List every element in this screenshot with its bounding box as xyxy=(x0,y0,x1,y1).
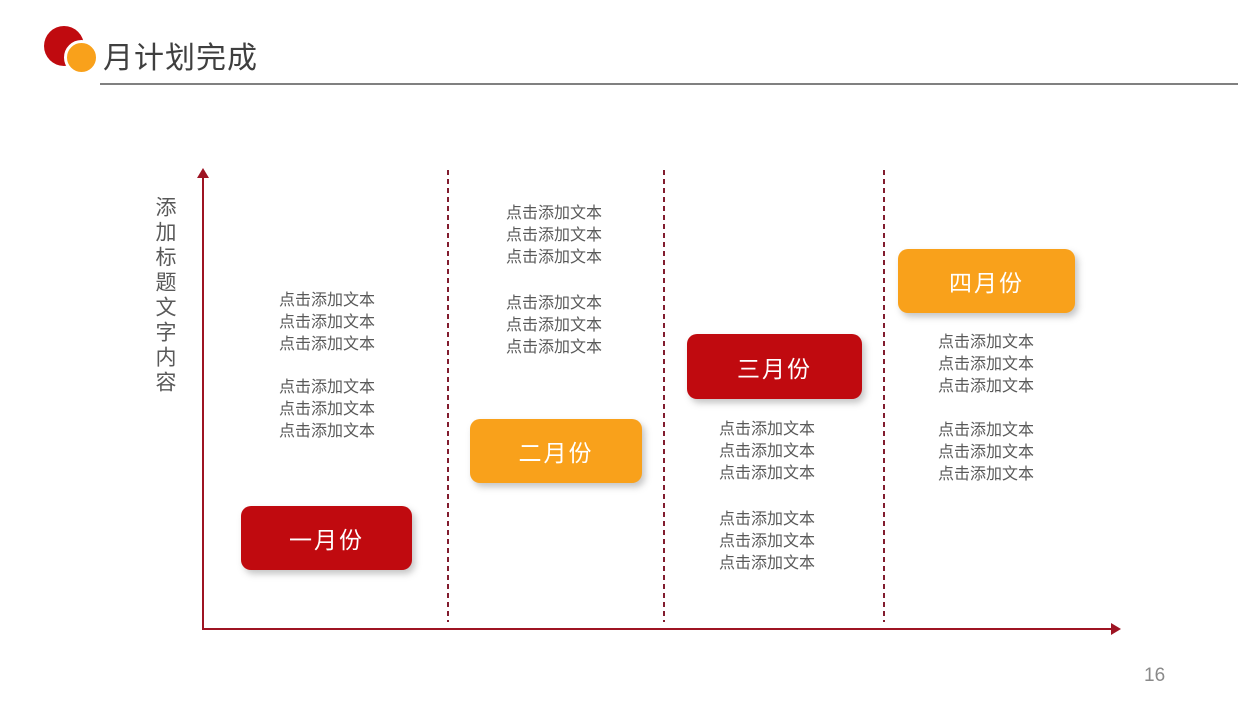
text-placeholder-block[interactable]: 点击添加文本 点击添加文本 点击添加文本 xyxy=(657,419,877,485)
placeholder-line: 点击添加文本 xyxy=(937,356,1034,373)
y-axis-arrow-icon xyxy=(197,168,209,178)
placeholder-line: 点击添加文本 xyxy=(718,443,815,460)
placeholder-line: 点击添加文本 xyxy=(505,227,602,244)
page-title: 月计划完成 xyxy=(103,42,258,75)
dashed-divider-3 xyxy=(883,170,885,622)
placeholder-line: 点击添加文本 xyxy=(278,314,375,331)
dashed-divider-2 xyxy=(663,170,665,622)
placeholder-line: 点击添加文本 xyxy=(937,466,1034,483)
placeholder-line: 点击添加文本 xyxy=(505,205,602,222)
placeholder-line: 点击添加文本 xyxy=(505,295,602,312)
placeholder-line: 点击添加文本 xyxy=(278,292,375,309)
page-number: 16 xyxy=(1144,665,1166,686)
month-button-april[interactable]: 四月份 xyxy=(898,249,1075,313)
text-placeholder-block[interactable]: 点击添加文本 点击添加文本 点击添加文本 xyxy=(444,203,664,269)
title-divider-line xyxy=(100,83,1238,85)
placeholder-line: 点击添加文本 xyxy=(278,379,375,396)
y-axis-line xyxy=(202,177,204,630)
logo-orange-circle-icon xyxy=(64,40,99,75)
month-button-march[interactable]: 三月份 xyxy=(687,334,862,399)
placeholder-line: 点击添加文本 xyxy=(278,401,375,418)
placeholder-line: 点击添加文本 xyxy=(718,533,815,550)
month-button-january[interactable]: 一月份 xyxy=(241,506,412,570)
x-axis-arrow-icon xyxy=(1111,623,1121,635)
placeholder-line: 点击添加文本 xyxy=(718,421,815,438)
placeholder-line: 点击添加文本 xyxy=(718,555,815,572)
x-axis-line xyxy=(202,628,1113,630)
text-placeholder-block[interactable]: 点击添加文本 点击添加文本 点击添加文本 xyxy=(444,293,664,359)
text-placeholder-block[interactable]: 点击添加文本 点击添加文本 点击添加文本 xyxy=(657,509,877,575)
placeholder-line: 点击添加文本 xyxy=(937,378,1034,395)
placeholder-line: 点击添加文本 xyxy=(718,511,815,528)
text-placeholder-block[interactable]: 点击添加文本 点击添加文本 点击添加文本 xyxy=(217,377,437,443)
placeholder-line: 点击添加文本 xyxy=(505,339,602,356)
placeholder-line: 点击添加文本 xyxy=(718,465,815,482)
placeholder-line: 点击添加文本 xyxy=(937,334,1034,351)
dashed-divider-1 xyxy=(447,170,449,622)
text-placeholder-block[interactable]: 点击添加文本 点击添加文本 点击添加文本 xyxy=(876,420,1096,486)
text-placeholder-block[interactable]: 点击添加文本 点击添加文本 点击添加文本 xyxy=(217,290,437,356)
month-button-february[interactable]: 二月份 xyxy=(470,419,642,483)
text-placeholder-block[interactable]: 点击添加文本 点击添加文本 点击添加文本 xyxy=(876,332,1096,398)
placeholder-line: 点击添加文本 xyxy=(505,317,602,334)
placeholder-line: 点击添加文本 xyxy=(278,423,375,440)
placeholder-line: 点击添加文本 xyxy=(937,422,1034,439)
placeholder-line: 点击添加文本 xyxy=(937,444,1034,461)
y-axis-label: 添加标题文字内容 xyxy=(153,196,176,396)
placeholder-line: 点击添加文本 xyxy=(505,249,602,266)
placeholder-line: 点击添加文本 xyxy=(278,336,375,353)
